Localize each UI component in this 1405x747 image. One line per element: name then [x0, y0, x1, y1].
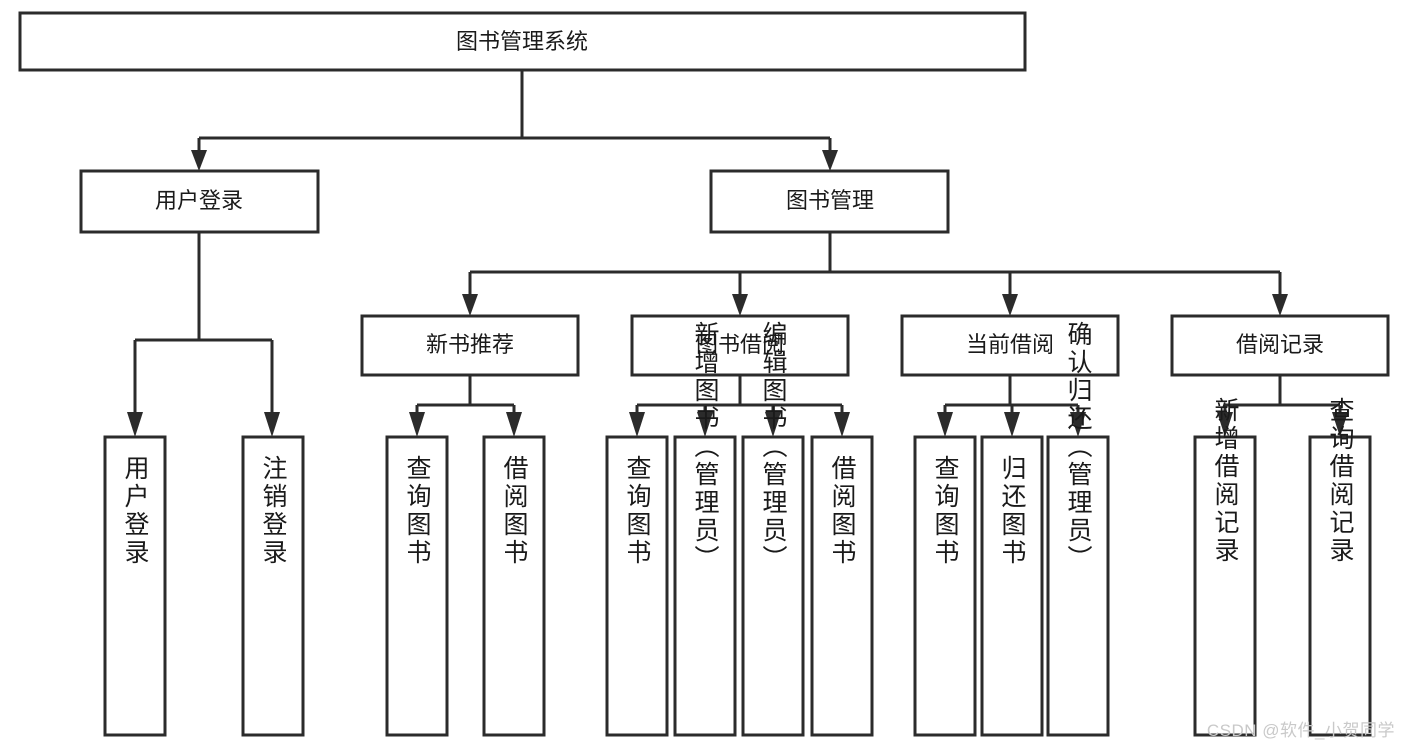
node-book-manage-label: 图书管理 — [786, 188, 874, 213]
arrow-leaf-query-record-icon — [1332, 412, 1348, 437]
node-leaf-query-book-3-box[interactable] — [913, 435, 977, 737]
node-new-book-rec[interactable]: 新书推荐 — [360, 314, 580, 377]
node-leaf-borrow-book-2-box[interactable] — [810, 435, 874, 737]
node-root[interactable]: 图书管理系统 — [18, 11, 1027, 72]
node-leaf-query-book-1-label: 查询图书 — [403, 455, 432, 567]
csdn-watermark: CSDN @软件_小贺同学 — [1206, 721, 1395, 740]
arrow-leaf-edit-book-icon — [765, 412, 781, 437]
node-current-borrow-box[interactable] — [900, 314, 1120, 377]
node-leaf-add-book-label: 新增图书（管理员） — [691, 321, 720, 573]
arrow-borrow-record-icon — [1272, 294, 1288, 316]
arrow-leaf-return-book-icon — [1004, 412, 1020, 437]
node-leaf-add-record-box[interactable] — [1193, 435, 1257, 737]
node-leaf-add-book-box[interactable] — [673, 435, 737, 737]
node-book-borrow-label: 图书借阅 — [696, 332, 784, 357]
arrow-leaf-add-book-icon — [697, 412, 713, 437]
node-book-manage-box[interactable] — [709, 169, 950, 234]
node-leaf-logout-label: 注销登录 — [259, 455, 288, 567]
node-leaf-logout[interactable]: 注销登录 — [241, 435, 305, 737]
node-leaf-edit-book[interactable]: 编辑图书（管理员） — [741, 321, 805, 737]
node-leaf-user-login-box[interactable] — [103, 435, 167, 737]
arrow-book-borrow-icon — [732, 294, 748, 316]
node-borrow-record-box[interactable] — [1170, 314, 1390, 377]
node-current-borrow-label: 当前借阅 — [966, 332, 1054, 357]
node-new-book-rec-label: 新书推荐 — [426, 332, 514, 357]
node-leaf-add-record-label: 新增借阅记录 — [1211, 397, 1240, 565]
node-leaf-borrow-book-2-label: 借阅图书 — [828, 455, 857, 567]
node-root-box[interactable] — [18, 11, 1027, 72]
node-leaf-query-book-2[interactable]: 查询图书 — [605, 435, 669, 737]
node-leaf-logout-box[interactable] — [241, 435, 305, 737]
arrow-leaf-add-record-icon — [1217, 412, 1233, 437]
node-root-label: 图书管理系统 — [456, 29, 588, 54]
arrow-new-book-rec-icon — [462, 294, 478, 316]
edges-layer — [127, 70, 1348, 437]
node-leaf-borrow-book-2[interactable]: 借阅图书 — [810, 435, 874, 737]
node-leaf-return-book-box[interactable] — [980, 435, 1044, 737]
node-leaf-edit-book-box[interactable] — [741, 435, 805, 737]
node-leaf-query-book-3[interactable]: 查询图书 — [913, 435, 977, 737]
arrow-leaf-query-book-1-icon — [409, 412, 425, 437]
node-book-manage[interactable]: 图书管理 — [709, 169, 950, 234]
node-leaf-confirm-return-box[interactable] — [1046, 435, 1110, 737]
arrow-leaf-confirm-return-icon — [1070, 412, 1086, 437]
arrow-leaf-borrow-book-1-icon — [506, 412, 522, 437]
node-leaf-confirm-return[interactable]: 确认归还（管理员） — [1046, 321, 1110, 737]
node-current-borrow[interactable]: 当前借阅 — [900, 314, 1120, 377]
node-leaf-query-book-1-box[interactable] — [385, 435, 449, 737]
arrow-to-user-login-icon — [191, 150, 207, 171]
node-leaf-query-book-2-box[interactable] — [605, 435, 669, 737]
node-leaf-query-book-3-label: 查询图书 — [931, 455, 960, 567]
node-new-book-rec-box[interactable] — [360, 314, 580, 377]
node-leaf-return-book[interactable]: 归还图书 — [980, 435, 1044, 737]
node-borrow-record[interactable]: 借阅记录 — [1170, 314, 1390, 377]
node-leaf-user-login[interactable]: 用户登录 — [103, 435, 167, 737]
arrow-current-borrow-icon — [1002, 294, 1018, 316]
node-leaf-return-book-label: 归还图书 — [998, 455, 1027, 567]
arrow-leaf-borrow-book-2-icon — [834, 412, 850, 437]
node-leaf-confirm-return-label: 确认归还（管理员） — [1064, 321, 1093, 573]
node-leaf-add-book[interactable]: 新增图书（管理员） — [673, 321, 737, 737]
node-leaf-query-record[interactable]: 查询借阅记录 — [1308, 397, 1372, 737]
node-leaf-user-login-label: 用户登录 — [121, 455, 150, 567]
arrow-leaf-logout-icon — [264, 412, 280, 437]
node-leaf-query-record-box[interactable] — [1308, 435, 1372, 737]
node-leaf-query-record-label: 查询借阅记录 — [1326, 397, 1355, 565]
node-book-borrow[interactable]: 图书借阅 — [630, 314, 850, 377]
arrow-leaf-query-book-3-icon — [937, 412, 953, 437]
arrow-to-book-manage-icon — [822, 150, 838, 171]
node-leaf-borrow-book-1[interactable]: 借阅图书 — [482, 435, 546, 737]
arrow-leaf-query-book-2-icon — [629, 412, 645, 437]
node-borrow-record-label: 借阅记录 — [1236, 332, 1324, 357]
arrow-leaf-user-login-icon — [127, 412, 143, 437]
node-leaf-borrow-book-1-box[interactable] — [482, 435, 546, 737]
node-user-login-label: 用户登录 — [155, 188, 243, 213]
node-leaf-add-record[interactable]: 新增借阅记录 — [1193, 397, 1257, 737]
node-user-login[interactable]: 用户登录 — [79, 169, 320, 234]
node-book-borrow-box[interactable] — [630, 314, 850, 377]
node-leaf-borrow-book-1-label: 借阅图书 — [500, 455, 529, 567]
node-leaf-edit-book-label: 编辑图书（管理员） — [759, 321, 788, 573]
node-leaf-query-book-1[interactable]: 查询图书 — [385, 435, 449, 737]
node-user-login-box[interactable] — [79, 169, 320, 234]
node-leaf-query-book-2-label: 查询图书 — [623, 455, 652, 567]
